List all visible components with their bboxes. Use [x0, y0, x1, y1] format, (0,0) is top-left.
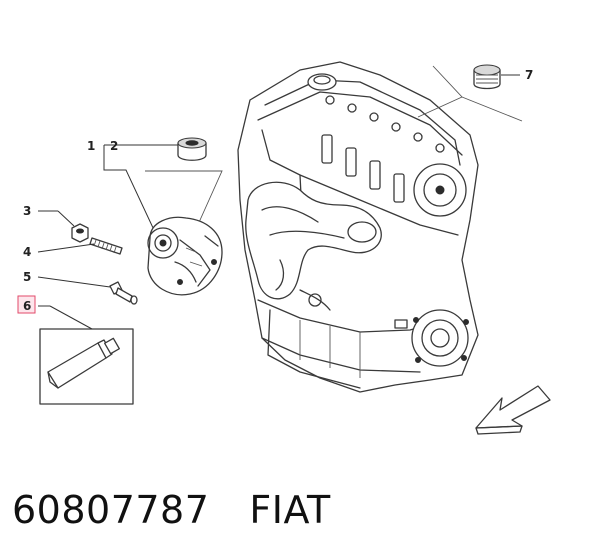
part-1-water-pump	[147, 216, 223, 296]
part-5-fitting	[109, 281, 138, 305]
leader-3b	[57, 210, 75, 227]
part-3-nut	[71, 223, 89, 243]
part-2-seal-cap	[177, 137, 207, 161]
footer: 60807787 FIAT	[12, 488, 331, 538]
engine-block	[237, 61, 479, 393]
part-7-plug	[473, 64, 501, 90]
callout-4: 4	[23, 245, 31, 259]
leader-5	[37, 276, 111, 288]
part-6-frame	[39, 328, 134, 405]
callout-6-highlight	[17, 295, 36, 314]
callout-6: 6	[23, 299, 31, 313]
part-6-sealant-tube	[47, 337, 120, 389]
callout-1: 1	[87, 139, 95, 153]
leader-6b	[49, 305, 93, 330]
direction-arrow	[475, 385, 551, 429]
perspective-lines-1	[145, 170, 223, 239]
brand-name: FIAT	[249, 488, 331, 532]
leader-4	[37, 243, 95, 253]
callout-3: 3	[23, 204, 31, 218]
part-4-stud	[89, 237, 123, 255]
callout-7: 7	[525, 68, 533, 82]
leader-1b	[103, 145, 155, 231]
callout-2: 2	[110, 139, 118, 153]
perspective-lines-7b	[461, 96, 523, 122]
callout-5: 5	[23, 270, 31, 284]
exploded-parts-diagram: 1 2 3 4 5 6 7	[17, 61, 551, 435]
part-number: 60807787	[12, 488, 210, 532]
direction-arrow-shadow	[475, 425, 523, 435]
